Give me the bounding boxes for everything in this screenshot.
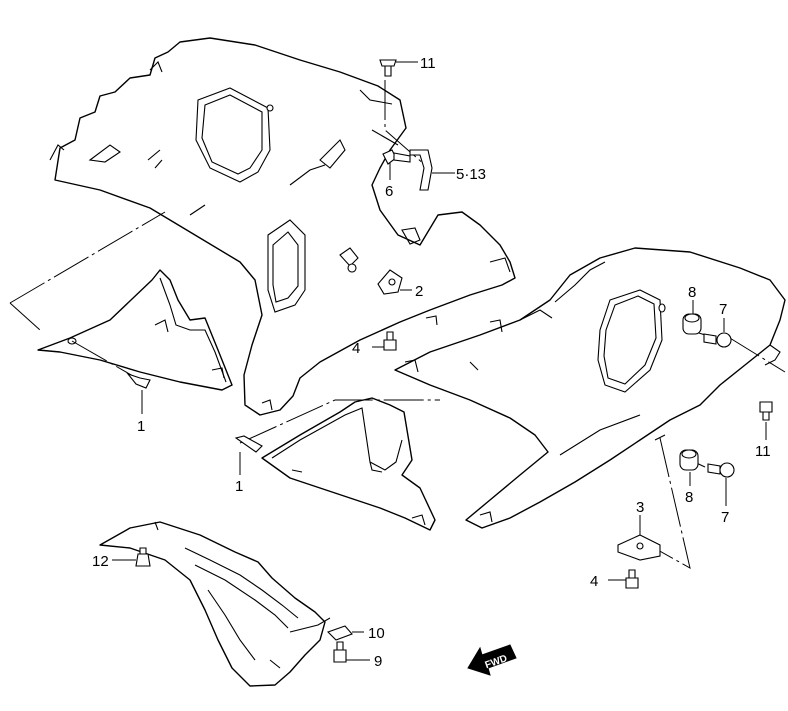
screw-11-right (759, 401, 773, 421)
lower-front-fairing (99, 521, 331, 687)
inner-panel-left (37, 269, 233, 391)
callout-6: 6 (385, 183, 393, 200)
guide-lines (9, 80, 786, 569)
bolt-6 (382, 149, 411, 165)
callout-1-left: 1 (137, 418, 145, 435)
callout-10: 10 (368, 625, 385, 642)
callout-4-upper: 4 (352, 340, 360, 357)
callout-1-lower: 1 (235, 478, 243, 495)
callout-8-lower: 8 (685, 489, 693, 506)
screw-1-lower (234, 435, 263, 453)
upper-side-cowl (49, 37, 516, 416)
inner-panel-lower (261, 397, 436, 531)
screw-7-upper (703, 332, 732, 348)
screw-11-top (379, 59, 397, 77)
callout-3: 3 (636, 499, 644, 516)
callout-7-lower: 7 (721, 509, 729, 526)
bracket-5-13 (409, 149, 433, 191)
clip-12 (135, 547, 151, 567)
bracket-2 (377, 269, 403, 295)
hardware-parts (126, 59, 773, 663)
screw-7-lower (707, 462, 735, 478)
callout-8-upper: 8 (688, 284, 696, 301)
callout-11-top: 11 (420, 55, 436, 72)
nut-10 (326, 625, 353, 641)
callout-9: 9 (374, 653, 382, 670)
screw-1-left (126, 372, 151, 389)
bolt-4-lower (625, 569, 639, 589)
callout-labels: 11 5·13 6 2 4 1 1 8 7 11 8 7 3 4 12 10 9 (92, 55, 771, 670)
callout-5-13: 5·13 (456, 166, 486, 183)
callout-11-right: 11 (755, 443, 771, 460)
leader-lines (112, 61, 767, 661)
fwd-arrow-icon: FWD (467, 644, 517, 676)
callout-4-lower: 4 (590, 573, 598, 590)
callout-12: 12 (92, 553, 109, 570)
callout-2: 2 (415, 283, 423, 300)
bolt-9 (333, 641, 347, 663)
grommet-8-lower (679, 449, 699, 471)
bolt-4-upper (383, 331, 397, 351)
bracket-3 (617, 534, 661, 561)
grommet-8-upper (682, 313, 702, 335)
callout-7-upper: 7 (719, 301, 727, 318)
